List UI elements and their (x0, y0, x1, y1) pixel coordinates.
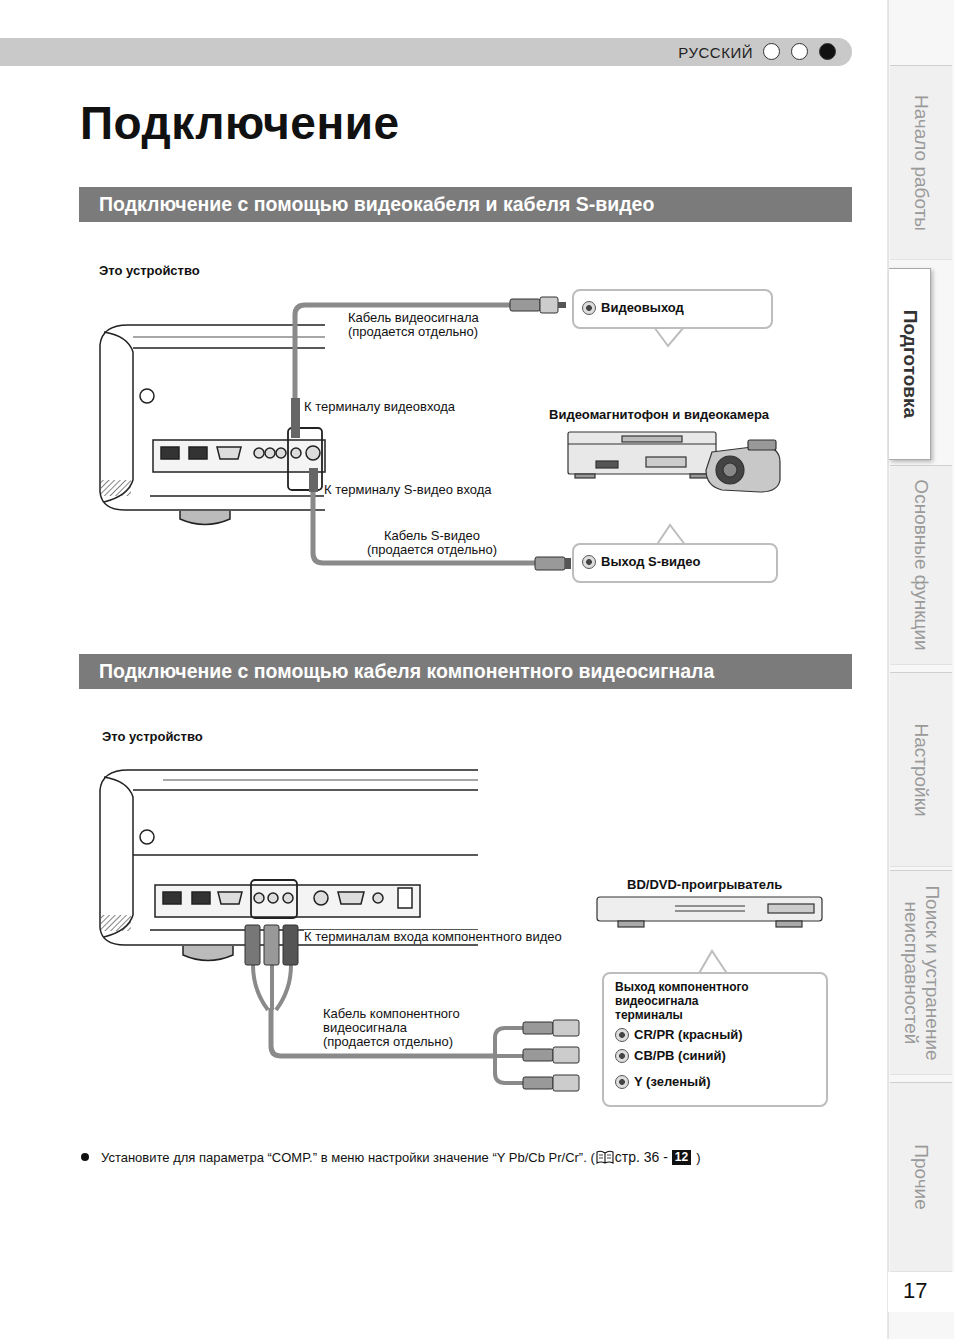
tab-label: Основные функции (911, 471, 932, 659)
cable-label: Кабель видеосигнала (продается отдельно) (348, 311, 498, 339)
jack-icon (582, 301, 596, 315)
note-row: Установите для параметра “COMP.” в меню … (101, 1149, 701, 1165)
tab-column-edge (888, 0, 889, 1339)
language-dot (819, 43, 836, 60)
section-band: Подключение с помощью кабеля компонентно… (79, 654, 852, 689)
tab-column (888, 0, 954, 1339)
book-symbol (596, 1150, 614, 1164)
jack-icon (615, 1028, 629, 1042)
output-name: Видеовыход (601, 300, 684, 316)
language-label: РУССКИЙ (678, 44, 753, 61)
tab-label: Начало работы (911, 71, 932, 254)
section-heading: Подключение с помощью видеокабеля и кабе… (79, 187, 852, 222)
book-icon (596, 1150, 614, 1164)
device-label: Это устройство (102, 730, 203, 744)
page-number: 17 (903, 1279, 927, 1303)
terminal-label: К терминалу видеовхода (304, 400, 455, 414)
device-name: BD/DVD-проигрыватель (627, 878, 782, 892)
output-name: Выход S-видео (601, 554, 700, 570)
section-band: Подключение с помощью видеокабеля и кабе… (79, 187, 852, 222)
tab-label: Настройки (911, 678, 932, 861)
device-name: Видеомагнитофон и видеокамера (549, 408, 769, 422)
terminal-label: К терминалу S-видео входа (324, 483, 492, 497)
tab-label: Поиск и устранение неисправностей (900, 876, 942, 1069)
section-tab: Настройки (890, 672, 952, 867)
jack-icon (615, 1075, 629, 1089)
section-tab: Основные функции (890, 465, 952, 665)
component-cable (245, 925, 579, 1091)
output-callout: Видеовыход (572, 289, 773, 329)
jack-icon (615, 1049, 629, 1063)
language-dot (763, 43, 780, 60)
terminal-label: К терминалам входа компонентного видео (304, 930, 562, 944)
terminal-row: CR/PR (красный) (615, 1027, 816, 1043)
terminal-row: CB/PB (синий) (615, 1048, 816, 1064)
cable-label: Кабель компонентного видеосигнала (прода… (323, 1007, 473, 1049)
page-ref-number: 12 (672, 1150, 691, 1165)
language-bar: РУССКИЙ (0, 38, 852, 66)
language-dot (791, 43, 808, 60)
vcr-camcorder (568, 432, 780, 492)
active-tab: Подготовка (889, 268, 931, 460)
page-number-ground (888, 1272, 954, 1312)
dvd-player (597, 897, 822, 927)
terminal-row: Y (зеленый) (615, 1074, 816, 1090)
section-heading: Подключение с помощью кабеля компонентно… (79, 654, 852, 689)
jack-icon (582, 555, 596, 569)
terminal-name: Y (зеленый) (634, 1074, 711, 1090)
tab-label: Прочие (911, 1088, 932, 1266)
video-cable (291, 297, 571, 570)
section-tab: Поиск и устранение неисправностей (890, 870, 952, 1075)
page-ref: стр. 36 - (615, 1149, 668, 1165)
callout-row: Видеовыход (582, 300, 763, 316)
callout-row: Выход S-видео (582, 554, 768, 570)
note-text: Установите для параметра “COMP.” в меню … (101, 1150, 595, 1165)
terminal-name: CB/PB (синий) (634, 1048, 726, 1064)
page-title: Подключение (80, 96, 400, 150)
tab-label: Подготовка (899, 274, 920, 454)
note-text: ) (696, 1150, 700, 1165)
cable-label: Кабель S-видео (продается отдельно) (352, 529, 512, 557)
output-callout: Выход компонентного видеосигнала термина… (602, 972, 828, 1107)
section-tab: Прочие (890, 1082, 952, 1272)
device-label: Это устройство (99, 264, 200, 278)
bullet (81, 1153, 89, 1161)
projector-back (100, 325, 325, 525)
terminal-name: CR/PR (красный) (634, 1027, 743, 1043)
output-callout: Выход S-видео (572, 543, 778, 583)
section-tab: Начало работы (890, 65, 952, 260)
callout-heading: Выход компонентного видеосигнала термина… (615, 980, 765, 1022)
